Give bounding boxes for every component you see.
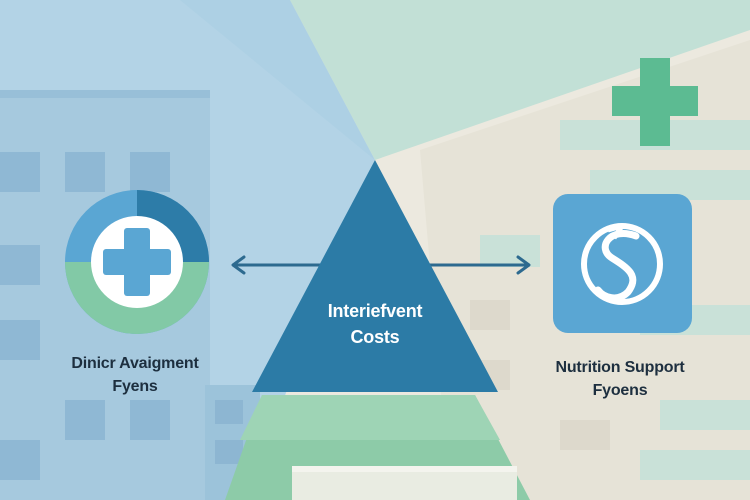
medical-cross-icon [65,190,209,334]
left-node-label-line2: Fyens [112,378,158,395]
right-node-label-line2: Fyoens [592,382,648,399]
dollar-cycle-icon [553,194,692,333]
left-node-label-line1: Dinicr Avaigment [71,355,199,372]
center-node-label-line1: Interiefvent [327,301,423,321]
center-node-label-line2: Costs [350,327,400,347]
bottom-green-wedge [225,395,530,500]
center-node-label: Interiefvent Costs [278,298,472,350]
cost-triangle [252,160,498,392]
right-node-label-line1: Nutrition Support [555,359,685,376]
medical-cross-icon [612,58,698,146]
top-background-panel [290,0,750,160]
right-node-label: Nutrition Support Fyoens [520,356,720,402]
left-node-label: Dinicr Avaigment Fyens [40,352,230,398]
top-left-sky-shade [180,0,375,160]
